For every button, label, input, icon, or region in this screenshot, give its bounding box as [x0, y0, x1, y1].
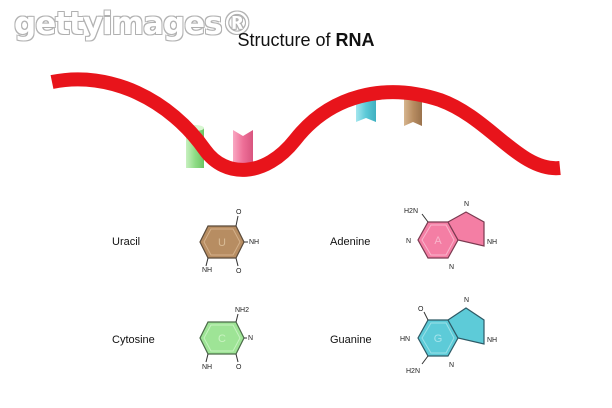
guanine-atom-n-top: N: [464, 297, 469, 304]
guanine-atom-h2n: H2N: [406, 368, 420, 375]
title-bold: RNA: [335, 30, 375, 50]
adenine-atom-n-left: N: [406, 238, 411, 245]
guanine-atom-o: O: [418, 306, 424, 313]
cytosine-molecule: C NH2 N NH O: [199, 307, 253, 371]
label-guanine: Guanine: [330, 334, 372, 346]
rna-backbone-strand: [50, 72, 561, 177]
adenine-letter: A: [434, 235, 442, 247]
adenine-atom-h2n: H2N: [404, 208, 418, 215]
label-uracil: Uracil: [112, 236, 141, 248]
uracil-atom-o-top: O: [236, 209, 242, 216]
guanine-atom-n-bottom: N: [449, 362, 454, 369]
uracil-molecule: U O NH NH O: [199, 209, 259, 275]
uracil-atom-o-bottom: O: [236, 268, 242, 275]
adenine-stub-pink: [233, 130, 253, 170]
adenine-atom-n-bottom: N: [449, 264, 454, 271]
cytosine-letter: C: [218, 333, 226, 345]
adenine-atom-nh-right: NH: [487, 239, 497, 246]
cytosine-atom-n-right: N: [248, 335, 253, 342]
cytosine-atom-nh-bottom: NH: [202, 364, 212, 371]
cytosine-atom-o-bottom: O: [236, 364, 242, 371]
adenine-atom-n-top: N: [464, 201, 469, 208]
uracil-atom-nh-right: NH: [249, 239, 259, 246]
page-title: Structure of RNA: [0, 30, 612, 51]
guanine-letter: G: [434, 333, 443, 345]
title-prefix: Structure of: [237, 30, 336, 50]
adenine-molecule: A H2N N N N NH: [404, 201, 497, 271]
uracil-letter: U: [218, 237, 226, 249]
cytosine-atom-nh2: NH2: [235, 307, 249, 314]
guanine-atom-hn: HN: [400, 336, 410, 343]
uracil-atom-nh-bottom: NH: [202, 267, 212, 274]
label-adenine: Adenine: [330, 236, 371, 248]
watermark-logo: gettyimages®: [14, 6, 253, 42]
guanine-atom-nh-right: NH: [487, 337, 497, 344]
guanine-molecule: G O N HN H2N N NH: [400, 297, 497, 375]
label-cytosine: Cytosine: [112, 334, 155, 346]
